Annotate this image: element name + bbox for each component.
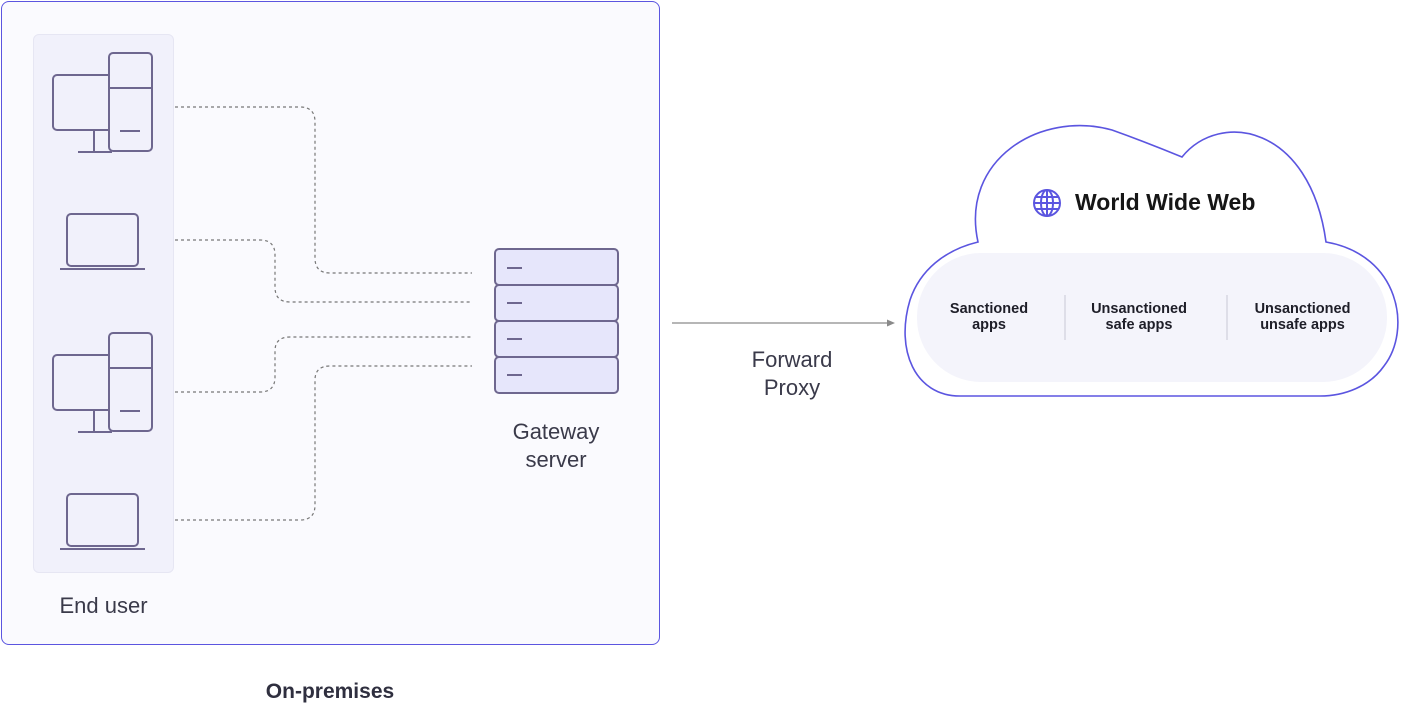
gateway-server-label: Gateway server (512, 419, 600, 472)
desktop-computer-icon (52, 52, 153, 153)
app-category-unsanctioned-unsafe: Unsanctioned unsafe apps (1254, 301, 1351, 333)
forward-proxy-arrow (672, 319, 895, 327)
forward-proxy-label: Forward Proxy (751, 347, 833, 400)
end-user-label: End user (59, 593, 148, 618)
app-category-unsanctioned-safe: Unsanctioned safe apps (1091, 301, 1187, 333)
connector-desktop-1 (175, 106, 472, 274)
server-rack-icon (494, 248, 619, 394)
globe-icon (1033, 189, 1061, 217)
on-premises-label: On-premises (265, 680, 395, 703)
laptop-icon (60, 493, 145, 550)
cloud-shape (904, 124, 1399, 397)
connector-desktop-2 (175, 336, 472, 393)
desktop-computer-icon (52, 332, 153, 433)
cloud-title: World Wide Web (1075, 189, 1256, 215)
connector-laptop-2 (175, 365, 472, 521)
laptop-icon (60, 213, 145, 270)
app-category-sanctioned: Sanctioned apps (949, 301, 1029, 333)
connector-laptop-1 (175, 239, 472, 303)
